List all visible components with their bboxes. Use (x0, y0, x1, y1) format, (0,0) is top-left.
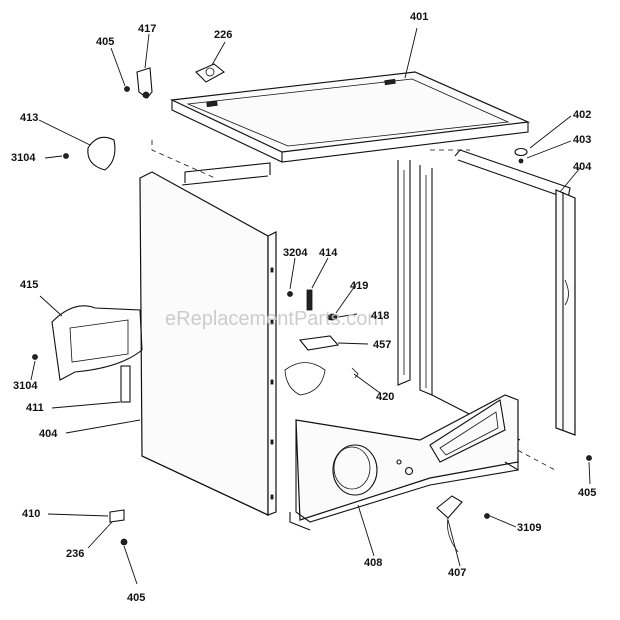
left-side-panel (139, 171, 326, 516)
part-label-3109: 3109 (517, 522, 541, 534)
part-label-415: 415 (20, 279, 38, 291)
part-label-408: 408 (364, 557, 382, 569)
part-label-418: 418 (371, 310, 389, 322)
part-label-3204: 3204 (283, 247, 308, 259)
part-label-414: 414 (319, 247, 338, 259)
right-side-panel (431, 189, 576, 441)
part-label-417: 417 (138, 23, 156, 35)
part-label-413: 413 (20, 112, 38, 124)
part-label-410: 410 (22, 508, 40, 520)
part-label-411: 411 (26, 402, 44, 414)
base-bulkhead (289, 394, 519, 531)
part-label-236: 236 (66, 548, 84, 560)
part-labels: 401 405 417 226 413 3104 402 403 404 320… (11, 11, 596, 604)
part-label-404-left: 404 (39, 428, 58, 440)
part-label-404-right: 404 (573, 161, 592, 173)
part-label-401: 401 (410, 11, 428, 23)
part-label-419: 419 (350, 280, 368, 292)
top-cover (169, 71, 531, 163)
watermark: eReplacementParts.com (165, 308, 384, 330)
part-label-403: 403 (573, 134, 591, 146)
part-label-402: 402 (573, 109, 591, 121)
part-label-405-right: 405 (578, 487, 596, 499)
leader-lines (30, 27, 591, 585)
part-label-407: 407 (448, 567, 466, 579)
cabinet-frame (151, 140, 571, 471)
part-label-226: 226 (214, 29, 232, 41)
part-label-3104-bottom: 3104 (13, 380, 38, 392)
part-label-405-bottom: 405 (127, 592, 145, 604)
part-label-420: 420 (376, 391, 394, 403)
part-label-457: 457 (373, 339, 391, 351)
part-label-3104-top: 3104 (11, 152, 36, 164)
part-label-405-top: 405 (96, 36, 114, 48)
